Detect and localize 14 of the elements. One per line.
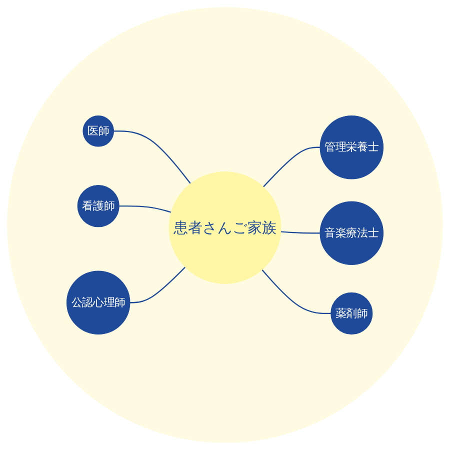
connector — [262, 146, 320, 188]
node-circle: 公認心理師 — [66, 270, 130, 334]
connector — [262, 269, 331, 314]
node-circle: 医師 — [82, 116, 114, 147]
connector — [280, 231, 320, 234]
node-circle: 患者さんご家族 — [168, 171, 282, 284]
connector — [119, 205, 172, 213]
connector — [114, 130, 191, 184]
node-circle: 音楽療法士 — [320, 201, 384, 265]
node-circle: 看護師 — [77, 184, 120, 228]
connector — [130, 266, 186, 304]
node-circle: 管理栄養士 — [320, 116, 384, 180]
cluster — [7, 7, 443, 443]
node-circle: 薬剤師 — [330, 292, 373, 334]
